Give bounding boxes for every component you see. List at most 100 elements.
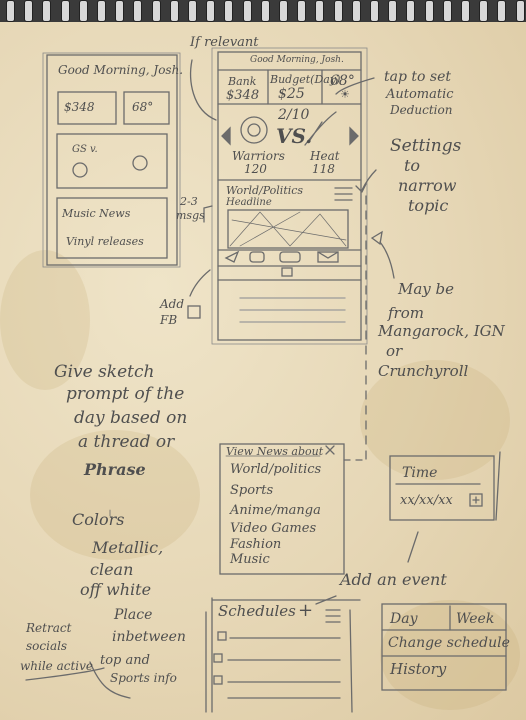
arrow-head — [370, 230, 383, 246]
vs-label: VS. — [276, 124, 313, 148]
msgs-bracket — [203, 205, 213, 223]
budget-value[interactable]: $25 — [278, 86, 305, 102]
tab-day[interactable]: Day — [390, 611, 418, 627]
spiral-ring — [370, 0, 379, 22]
game-date: 2/10 — [278, 107, 310, 123]
spiral-ring — [206, 0, 216, 22]
note-msgs-2: msgs — [176, 209, 205, 222]
spiral-ring — [224, 0, 234, 22]
share-icon[interactable] — [224, 250, 240, 263]
news-title[interactable]: World/Politics — [226, 184, 304, 197]
topic-item-music[interactable]: Music — [230, 552, 270, 567]
topic-item-world[interactable]: World/politics — [230, 462, 322, 477]
spiral-ring — [315, 0, 325, 22]
spiral-ring — [297, 0, 307, 22]
chevron-right-icon[interactable] — [349, 126, 359, 146]
mail-icon[interactable] — [317, 251, 339, 263]
spiral-ring — [461, 0, 470, 22]
phone-greeting: Good Morning, Josh. — [250, 55, 344, 65]
left-greeting: Good Morning, Josh. — [58, 63, 184, 77]
left-news-box — [56, 197, 168, 259]
time-connector — [407, 531, 419, 563]
note-tap-to-set-1: tap to set — [384, 69, 451, 85]
note-if-relevant: If relevant — [190, 35, 259, 50]
left-news-line2: Vinyl releases — [66, 235, 144, 248]
schedule-checkbox[interactable] — [213, 653, 223, 663]
schedule-menu-frame — [381, 603, 507, 691]
note-sketch-2: prompt of the — [66, 384, 185, 404]
topic-item-fashion[interactable]: Fashion — [230, 537, 282, 552]
menu-history[interactable]: History — [390, 660, 447, 678]
team2-name: Heat — [310, 149, 340, 163]
spiral-ring — [406, 0, 416, 22]
left-bank-value: $348 — [64, 100, 95, 114]
spiral-ring — [279, 0, 288, 22]
note-add-event: Add an event — [340, 570, 447, 589]
tap-to-set-arrow — [335, 77, 375, 95]
note-colors-4: off white — [80, 580, 152, 599]
schedules-frame — [205, 597, 361, 713]
menu-change-schedule[interactable]: Change schedule — [388, 635, 510, 651]
left-temp-box — [123, 91, 170, 125]
news-image[interactable] — [227, 209, 349, 249]
spiral-ring — [388, 0, 398, 22]
left-temp-value: 68° — [132, 100, 154, 114]
paper-stain — [0, 250, 90, 390]
chevron-left-icon[interactable] — [221, 126, 231, 146]
spiral-ring — [42, 0, 52, 22]
note-colors-1: Colors — [72, 510, 125, 529]
social-icon[interactable] — [249, 251, 265, 263]
spiral-ring — [442, 0, 452, 22]
topic-item-anime[interactable]: Anime/manga — [230, 503, 321, 518]
note-settings-4: topic — [408, 196, 449, 215]
close-icon[interactable] — [325, 445, 335, 455]
topic-item-sports[interactable]: Sports — [230, 483, 274, 498]
spiral-ring — [260, 0, 270, 22]
retract-underline — [25, 667, 105, 681]
bank-value[interactable]: $348 — [226, 88, 260, 103]
spiral-ring — [351, 0, 361, 22]
left-game-label: GS v. — [72, 144, 98, 155]
spiral-ring — [169, 0, 179, 22]
tab-week[interactable]: Week — [456, 611, 495, 627]
note-fb: FB — [160, 313, 178, 327]
note-settings-1: Settings — [390, 136, 462, 156]
add-schedule-button[interactable]: + — [298, 600, 314, 621]
note-msgs-1: 2-3 — [180, 195, 198, 208]
note-tap-to-set-2: Automatic — [386, 87, 454, 102]
note-colors-3: clean — [90, 560, 134, 579]
topic-item-games[interactable]: Video Games — [230, 521, 317, 536]
left-wireframe-frame — [46, 54, 178, 266]
paper-stain — [30, 430, 200, 560]
schedule-checkbox[interactable] — [213, 675, 223, 685]
spiral-ring — [6, 0, 15, 22]
spiral-ring — [424, 0, 434, 22]
time-value[interactable]: xx/xx/xx — [400, 493, 453, 508]
spiral-ring — [133, 0, 143, 22]
note-place-1: Place — [114, 607, 153, 623]
spiral-ring — [24, 0, 34, 22]
add-time-icon[interactable] — [469, 493, 483, 507]
social-icon[interactable] — [279, 251, 301, 263]
note-sketch-1: Give sketch — [54, 362, 155, 382]
schedule-checkbox[interactable] — [217, 631, 227, 641]
add-fb-arrow — [189, 269, 211, 297]
spiral-ring — [497, 0, 507, 22]
home-icon[interactable] — [281, 267, 293, 277]
schedules-title: Schedules — [218, 602, 296, 620]
note-retract-1: Retract — [26, 621, 72, 635]
spiral-ring — [242, 0, 252, 22]
spiral-ring — [97, 0, 106, 22]
budget-label: Budget(Day) — [270, 73, 341, 86]
left-game-box — [56, 133, 168, 189]
topics-menu-title: View News about — [226, 445, 324, 458]
left-team-logo — [132, 155, 148, 171]
news-headline[interactable]: Headline — [226, 197, 272, 208]
phone-frame — [217, 51, 362, 341]
retract-arrow — [89, 661, 131, 699]
team2-score: 118 — [312, 162, 335, 176]
warriors-logo — [240, 116, 268, 144]
note-place-3: top and — [100, 653, 150, 668]
